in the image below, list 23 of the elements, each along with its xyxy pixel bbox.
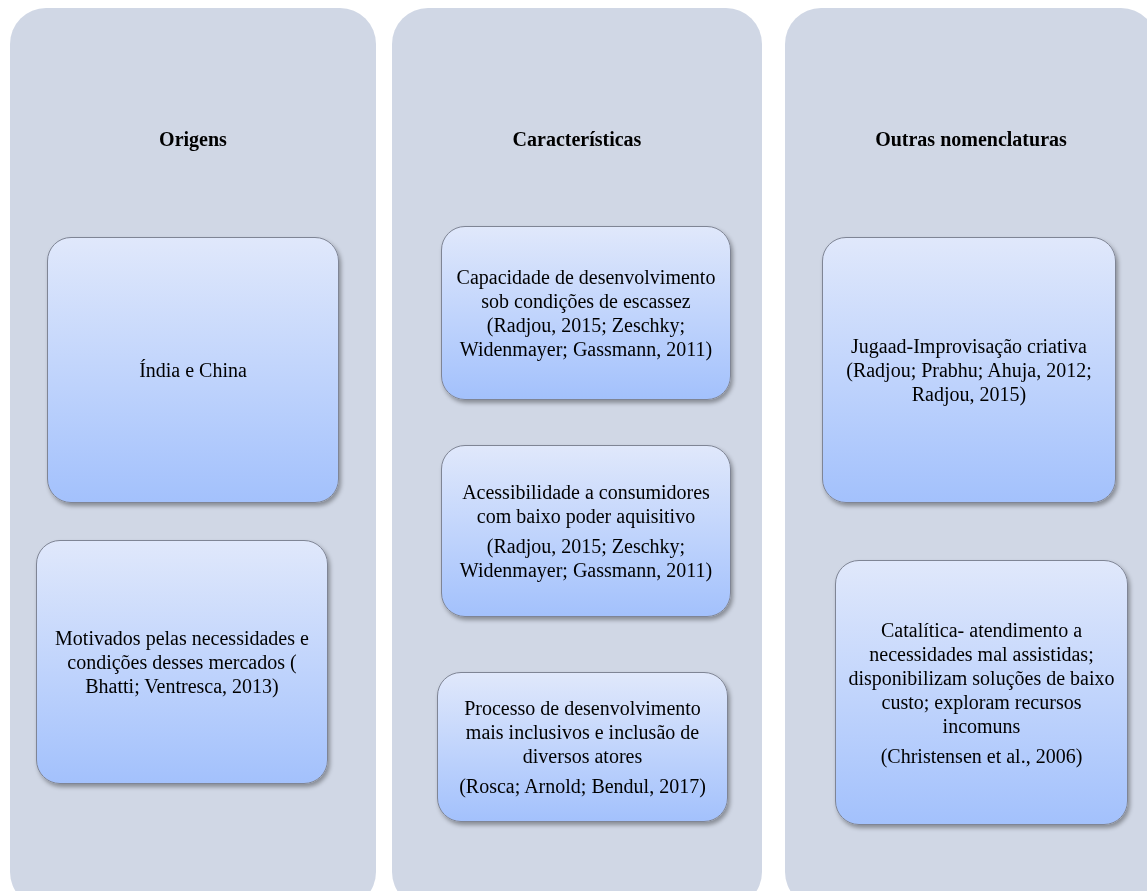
column-panel bbox=[10, 8, 376, 891]
column-panel bbox=[785, 8, 1147, 891]
rounded-box bbox=[36, 540, 328, 784]
rounded-box bbox=[47, 237, 339, 503]
box-text: (Radjou, 2015; Zeschky; Widenmayer; Gassmann, 2011) bbox=[458, 534, 714, 582]
rounded-box bbox=[822, 237, 1116, 503]
box-text: Processo de desenvolvimento mais inclusivos e inclusão de diversos atores bbox=[463, 696, 702, 768]
box-text: Catalítica- atendimento a necessidades mal assistidas; disponibilizam soluções de baixo custo; exploram recursos incomuns bbox=[847, 617, 1116, 738]
column-heading: Outras nomenclaturas bbox=[874, 127, 1068, 152]
rounded-box bbox=[835, 560, 1128, 825]
box-text: Acessibilidade a consumidores com baixo poder aquisitivo bbox=[461, 480, 711, 528]
box-text: Motivados pelas necessidades e condições desses mercados ( Bhatti; Ventresca, 2013) bbox=[54, 626, 310, 698]
box-text: Índia e China bbox=[139, 358, 247, 382]
rounded-box bbox=[441, 445, 731, 617]
box-text: Capacidade de desenvolvimento sob condições de escassez (Radjou, 2015; Zeschky; Widenmayer; Gassmann, 2011) bbox=[455, 265, 717, 361]
column-heading: Características bbox=[511, 127, 643, 152]
box-text: Jugaad-Improvisação criativa (Radjou; Prabhu; Ahuja, 2012; Radjou, 2015) bbox=[845, 334, 1093, 406]
rounded-box bbox=[441, 226, 731, 400]
box-text: (Christensen et al., 2006) bbox=[880, 743, 1083, 768]
column-heading: Origens bbox=[158, 127, 228, 153]
rounded-box bbox=[437, 672, 728, 822]
column-panel bbox=[392, 8, 762, 891]
box-text: (Rosca; Arnold; Bendul, 2017) bbox=[459, 774, 706, 798]
